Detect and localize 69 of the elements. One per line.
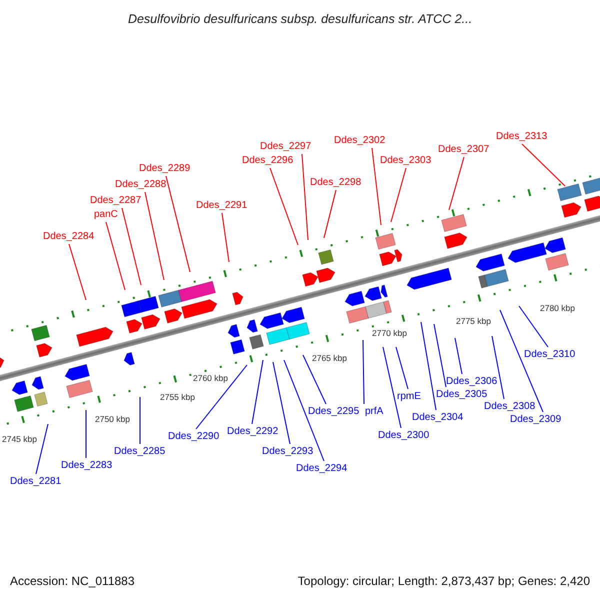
leader-line: [302, 354, 326, 404]
leader-line: [454, 338, 462, 374]
leader-line: [68, 244, 86, 300]
gene-label: Ddes_2295: [308, 406, 360, 417]
leader-line: [302, 154, 308, 240]
scale-label: 2745 kbp: [2, 434, 37, 444]
genome-info-text: Topology: circular; Length: 2,873,437 bp; Genes: 2,420: [298, 574, 590, 588]
scale-label: 2780 kbp: [540, 303, 575, 313]
gene-label: Ddes_2296: [242, 155, 294, 166]
leader-line: [522, 144, 566, 186]
gene-label: Ddes_2297: [260, 141, 312, 152]
leader-line: [36, 424, 48, 474]
gene-label: Ddes_2305: [436, 389, 488, 400]
gene-label: Ddes_2288: [115, 179, 166, 190]
leader-line: [122, 208, 142, 286]
scale-label: 2765 kbp: [312, 353, 347, 363]
leader-line: [196, 364, 248, 430]
scale-label: 2750 kbp: [95, 414, 130, 424]
leader-line: [518, 306, 548, 348]
title: Desulfovibrio desulfuricans subsp. desulfuricans str. ATCC 2...: [126, 11, 474, 28]
accession-text: Accession: NC_011883: [10, 574, 135, 588]
leader-line: [252, 360, 264, 424]
gene-label: Ddes_2308: [484, 401, 536, 412]
gene-label: panC: [94, 209, 118, 220]
gene-label: Ddes_2306: [446, 376, 498, 387]
leader-line: [492, 336, 504, 400]
gene-label: Ddes_2283: [61, 460, 112, 471]
gene-label: Ddes_2287: [90, 195, 142, 206]
leader-line: [372, 148, 382, 226]
gene-label: Ddes_2289: [139, 163, 190, 174]
gene-label: Ddes_2303: [380, 155, 432, 166]
scale-label: 2770 kbp: [372, 328, 407, 338]
leader-line: [270, 168, 298, 246]
leader-line: [324, 190, 336, 238]
gene-label: Ddes_2291: [196, 200, 248, 211]
leader-line: [434, 324, 446, 388]
gene-label: Ddes_2309: [510, 414, 562, 425]
leader-line: [382, 346, 402, 428]
leader-line: [362, 340, 364, 404]
leader-line: [222, 212, 230, 262]
gene-label: Ddes_2292: [227, 426, 278, 437]
gene-label: Ddes_2293: [262, 446, 314, 457]
gene-label: Ddes_2304: [412, 412, 464, 423]
gene-label: Ddes_2281: [10, 476, 62, 487]
gene-label: Ddes_2298: [310, 177, 362, 188]
leader-line: [144, 192, 164, 280]
leader-line: [284, 360, 324, 462]
gene-label: Ddes_2300: [378, 430, 430, 441]
leader-line: [420, 322, 436, 410]
leader-line: [448, 156, 464, 210]
gene-label: Ddes_2302: [334, 135, 386, 146]
leader-line: [106, 222, 126, 290]
scale-label: 2755 kbp: [160, 392, 195, 402]
gene-label: Ddes_2294: [296, 463, 348, 474]
leader-line: [272, 362, 290, 444]
leader-line: [390, 168, 406, 222]
scale-label: 2775 kbp: [456, 316, 491, 326]
scale-label: 2760 kbp: [193, 373, 228, 383]
gene-label: Ddes_2313: [496, 131, 548, 142]
leader-line: [166, 176, 190, 272]
gene-label: Ddes_2307: [438, 144, 490, 155]
gene-label: rpmE: [397, 391, 421, 402]
leader-line: [396, 346, 408, 390]
gene-label: prfA: [365, 406, 384, 417]
gene-label: Ddes_2290: [168, 431, 220, 442]
leader-line: [500, 310, 544, 412]
gene-label: Ddes_2285: [114, 446, 166, 457]
gene-label: Ddes_2284: [43, 231, 94, 242]
gene-label: Ddes_2310: [524, 349, 576, 360]
